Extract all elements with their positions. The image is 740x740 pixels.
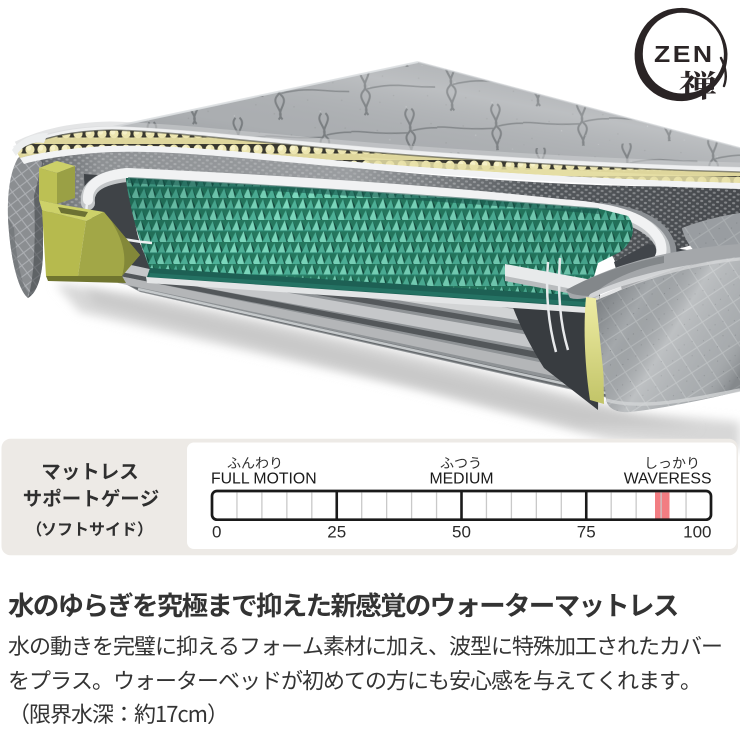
svg-text:WAVERESS: WAVERESS bbox=[624, 471, 712, 488]
svg-text:100: 100 bbox=[683, 523, 711, 542]
svg-text:50: 50 bbox=[452, 523, 471, 542]
svg-text:MEDIUM: MEDIUM bbox=[429, 471, 493, 488]
svg-text:75: 75 bbox=[577, 523, 596, 542]
svg-text:ZEN: ZEN bbox=[654, 41, 715, 67]
svg-text:0: 0 bbox=[212, 523, 221, 542]
svg-text:25: 25 bbox=[327, 523, 346, 542]
svg-text:FULL MOTION: FULL MOTION bbox=[211, 471, 317, 488]
